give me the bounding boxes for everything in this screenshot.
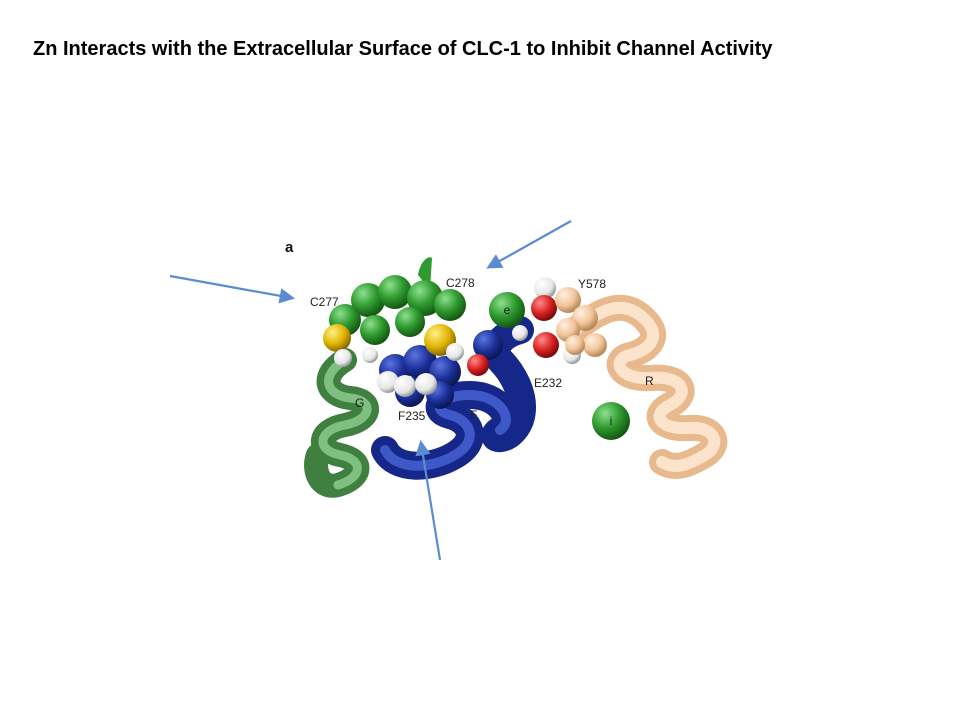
label-y578: Y578 bbox=[578, 277, 606, 291]
helix-r-ribbon bbox=[562, 294, 728, 479]
helix-g-ribbon bbox=[304, 348, 379, 498]
label-e232: E232 bbox=[534, 376, 562, 390]
external-ion: e bbox=[489, 292, 525, 328]
slide-title: Zn Interacts with the Extracellular Surf… bbox=[33, 38, 773, 60]
label-helix-f: F bbox=[470, 408, 477, 422]
sulfur-atoms bbox=[323, 324, 456, 356]
panel-label: a bbox=[285, 239, 294, 256]
arrow-to-c277 bbox=[169, 274, 296, 304]
internal-ion: i bbox=[592, 402, 630, 440]
helix-f-ribbon bbox=[371, 316, 536, 480]
label-f235: F235 bbox=[398, 409, 426, 423]
arrow-to-c278 bbox=[486, 220, 572, 269]
arrow-to-f235 bbox=[415, 439, 442, 561]
label-helix-r: R bbox=[645, 374, 654, 388]
ion-label-e: e bbox=[504, 303, 511, 317]
label-c277: C277 bbox=[310, 295, 339, 309]
label-c278: C278 bbox=[446, 276, 475, 290]
e232-y578-spheres bbox=[467, 287, 607, 376]
ion-label-i: i bbox=[610, 414, 613, 428]
label-helix-g: G bbox=[355, 396, 364, 410]
